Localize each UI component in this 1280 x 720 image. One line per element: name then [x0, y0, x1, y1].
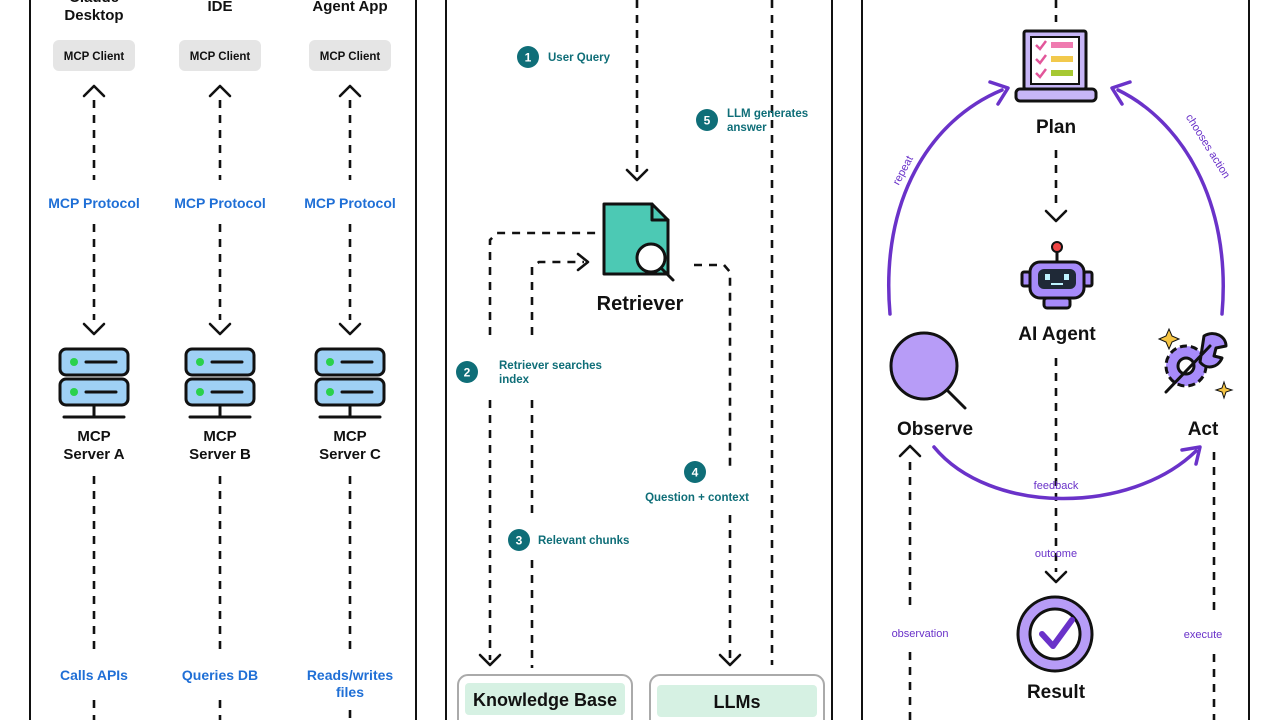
- kb-search-arrowhead: [478, 653, 502, 667]
- agent-panel: Plan AI Agent Observe: [887, 0, 1234, 720]
- chunks-connector-top: [530, 260, 584, 335]
- server-arrowhead: [82, 322, 106, 336]
- context-connector-top: [694, 263, 732, 472]
- client-arrowhead: [82, 84, 106, 98]
- mcp-protocol-label: MCP Protocol: [174, 195, 266, 211]
- repeat-edge: [887, 88, 1004, 316]
- step-1-label: User Query: [548, 52, 611, 64]
- server-action-label: Queries DB: [182, 667, 258, 683]
- server-icon: [184, 347, 256, 419]
- retriever-label: Retriever: [597, 293, 684, 315]
- robot-icon: [1020, 241, 1094, 310]
- mcp-client-label: MCP Client: [320, 51, 381, 63]
- host-name: IDE: [207, 0, 232, 15]
- panel-frames: [29, 0, 1250, 720]
- plan-label: Plan: [1036, 117, 1076, 138]
- agent-result-arrowhead: [1044, 570, 1068, 584]
- context-arrowhead: [718, 653, 742, 667]
- mcp-client-node: MCP Client: [53, 40, 135, 71]
- client-arrowhead: [208, 84, 232, 98]
- mcp-client-label: MCP Client: [190, 51, 251, 63]
- server-icon: [58, 347, 130, 419]
- step-2-number: 2: [464, 366, 471, 380]
- step-4-label: Question + context: [645, 492, 749, 504]
- step-1: 1 User Query: [517, 46, 611, 68]
- act-icon: [1157, 327, 1234, 400]
- step-3: 3 Relevant chunks: [508, 529, 629, 551]
- query-arrowhead: [625, 168, 649, 182]
- feedback-label: feedback: [1034, 480, 1079, 492]
- mcp-protocol-label: MCP Protocol: [48, 195, 140, 211]
- observe-label: Observe: [897, 419, 973, 440]
- server-arrowhead: [208, 322, 232, 336]
- step-3-number: 3: [516, 534, 523, 548]
- host-name: ClaudeDesktop: [64, 0, 123, 24]
- act-label: Act: [1188, 419, 1219, 440]
- kb-search-connector-top: [488, 231, 598, 335]
- chooses-action-label: chooses action: [1183, 112, 1232, 181]
- step-1-number: 1: [525, 51, 532, 65]
- repeat-arrowhead: [988, 80, 1010, 106]
- observe-icon: [889, 331, 967, 410]
- host-name: Agent App: [312, 0, 387, 15]
- repeat-label: repeat: [891, 154, 916, 187]
- mcp-protocol-label: MCP Protocol: [304, 195, 396, 211]
- server-arrowhead: [338, 322, 362, 336]
- outcome-label: outcome: [1035, 548, 1077, 560]
- step-4-number: 4: [692, 466, 699, 480]
- retriever-icon: [602, 202, 675, 282]
- plan-agent-arrowhead: [1044, 209, 1068, 223]
- execute-label: execute: [1184, 629, 1223, 641]
- observation-arrowhead: [898, 444, 922, 458]
- client-arrowhead: [338, 84, 362, 98]
- knowledge-base-label: Knowledge Base: [473, 690, 617, 710]
- result-label: Result: [1027, 682, 1086, 703]
- mcp-client-node: MCP Client: [179, 40, 261, 71]
- server-icon: [314, 347, 386, 419]
- chunks-arrowhead: [576, 252, 590, 272]
- step-3-label: Relevant chunks: [538, 535, 629, 547]
- llms-label: LLMs: [714, 692, 761, 712]
- mcp-client-label: MCP Client: [64, 51, 125, 63]
- llms-node: LLMs: [649, 674, 825, 720]
- observation-label: observation: [892, 628, 949, 640]
- chooses-action-arrowhead: [1110, 80, 1132, 106]
- chooses-action-edge: [1116, 88, 1225, 316]
- plan-icon: [1014, 29, 1098, 103]
- agent-label: AI Agent: [1018, 324, 1096, 345]
- feedback-arrowhead: [1180, 445, 1202, 466]
- feedback-edge: [932, 445, 1198, 501]
- step-5-number: 5: [704, 114, 711, 128]
- knowledge-base-node: Knowledge Base: [457, 674, 633, 720]
- mcp-client-node: MCP Client: [309, 40, 391, 71]
- result-icon: [1016, 595, 1094, 673]
- step-4: 4 Question + context: [645, 461, 749, 504]
- server-action-label: Calls APIs: [60, 667, 128, 683]
